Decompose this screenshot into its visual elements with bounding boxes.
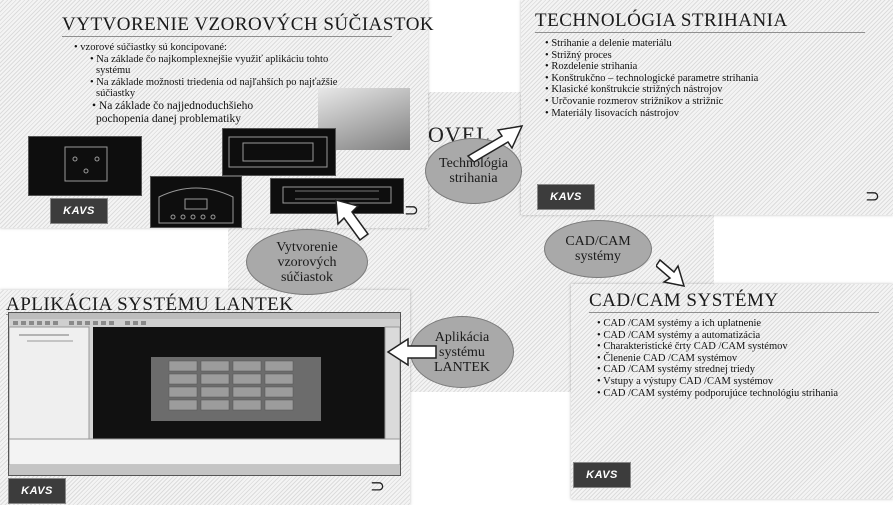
arrow-to-technologia-icon <box>466 125 524 162</box>
list-item: Určovanie rozmerov strižníkov a strižníc <box>545 96 758 108</box>
bullet-list: • vzorové súčiastky sú koncipované: • Na… <box>74 42 337 126</box>
part-drawing-2 <box>222 128 336 176</box>
node-technologia-strihania[interactable]: Technológia strihania <box>425 138 522 204</box>
slide-title: VYTVORENIE VZOROVÝCH SÚČIASTOK <box>62 14 435 35</box>
kavs-logo: KAVS <box>537 184 595 210</box>
slide-vzorove-suciastky: VYTVORENIE VZOROVÝCH SÚČIASTOK • vzorové… <box>0 0 434 228</box>
slide-title: TECHNOLÓGIA STRIHANIA <box>535 10 788 31</box>
arrow-to-lantek-icon <box>386 337 437 367</box>
slide-nav-icon[interactable]: ⊃ <box>370 476 386 497</box>
title-underline <box>62 36 392 37</box>
list-item: CAD /CAM systémy a automatizácia <box>597 330 838 342</box>
node-cadcam-systemy[interactable]: CAD/CAM systémy <box>544 220 652 278</box>
title-underline <box>535 32 865 33</box>
list-item: Strižný proces <box>545 50 758 62</box>
list-item: Členenie CAD /CAM systémov <box>597 353 838 365</box>
bullet-line: systému <box>96 65 131 77</box>
list-item: Strihanie a delenie materiálu <box>545 38 758 50</box>
slide-technologia-strihania: TECHNOLÓGIA STRIHANIA Strihanie a deleni… <box>521 0 893 215</box>
node-vytvorenie-suciastok[interactable]: Vytvorenie vzorových súčiastok <box>246 229 368 295</box>
slide-title: CAD/CAM SYSTÉMY <box>589 290 779 311</box>
slide-title: APLIKÁCIA SYSTÉMU LANTEK <box>6 294 294 315</box>
node-aplikacia-lantek[interactable]: Aplikácia systému LANTEK <box>410 316 514 388</box>
slide-cadcam: CAD/CAM SYSTÉMY CAD /CAM systémy a ich u… <box>571 284 893 499</box>
bullet-line: • Na základe čo najjednoduchšieho <box>92 99 254 112</box>
list-item: Vstupy a výstupy CAD /CAM systémov <box>597 376 838 388</box>
part-drawing-3 <box>150 176 242 228</box>
list-item: CAD /CAM systémy podporujúce technológiu… <box>597 388 838 400</box>
list-item: Charakteristické črty CAD /CAM systémov <box>597 341 838 353</box>
part-drawing-1-svg <box>64 146 108 182</box>
slide-nav-icon[interactable]: ⊃ <box>865 186 881 207</box>
list-item: Rozdelenie strihania <box>545 61 758 73</box>
bullet-line: • vzorové súčiastky sú koncipované: <box>74 42 227 53</box>
title-underline <box>589 312 879 313</box>
arrow-to-vytvorenie-icon <box>335 198 370 242</box>
list-item: CAD /CAM systémy strednej triedy <box>597 364 838 376</box>
lantek-screenshot-svg <box>8 313 401 475</box>
bullet-line: pochopenia danej problematiky <box>96 112 241 125</box>
kavs-logo: KAVS <box>8 478 66 504</box>
arrow-to-cadcam-icon <box>656 258 686 287</box>
bullet-line: • Na základe možnosti triedenia od najľa… <box>90 76 338 88</box>
part-drawing-1 <box>28 136 142 196</box>
part-drawing-3-svg <box>158 187 234 224</box>
lantek-screenshot <box>8 312 401 476</box>
slide-nav-icon[interactable]: ⊃ <box>404 200 420 221</box>
kavs-logo: KAVS <box>573 462 631 488</box>
kavs-logo: KAVS <box>50 198 108 224</box>
bullet-list: CAD /CAM systémy a ich uplatnenie CAD /C… <box>597 318 838 399</box>
bullet-line: • Na základe čo najkomplexnejšie využiť … <box>90 53 329 65</box>
bullet-line: súčiastky <box>96 88 136 100</box>
part-drawing-2-svg <box>228 136 328 168</box>
list-item: Materiály lisovacích nástrojov <box>545 108 758 120</box>
bullet-list: Strihanie a delenie materiálu Strižný pr… <box>545 38 758 119</box>
list-item: CAD /CAM systémy a ich uplatnenie <box>597 318 838 330</box>
list-item: Klasické konštrukcie strižných nástrojov <box>545 84 758 96</box>
list-item: Konštrukčno – technologické parametre st… <box>545 73 758 85</box>
